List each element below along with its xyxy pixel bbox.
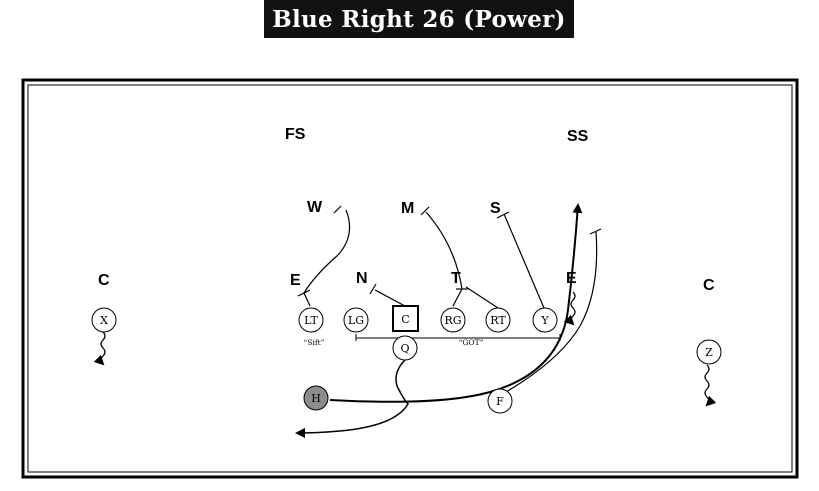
note-sift: “Sift” (304, 338, 325, 347)
svg-text:LG: LG (348, 314, 364, 327)
block-lines (297, 205, 602, 393)
defender-m: M (401, 200, 414, 217)
player-c: C (392, 305, 419, 332)
defender-c-right: C (703, 277, 715, 294)
player-h: H (303, 385, 329, 411)
play-title: Blue Right 26 (Power) (264, 0, 574, 38)
defender-w: W (307, 199, 323, 216)
svg-text:Y: Y (540, 314, 549, 327)
svg-text:X: X (100, 314, 108, 327)
player-f: F (487, 388, 513, 414)
defender-fs: FS (285, 126, 306, 143)
z-motion-path (704, 364, 717, 407)
svg-text:RT: RT (490, 314, 506, 327)
svg-text:Z: Z (705, 346, 713, 359)
player-y: Y (532, 307, 558, 333)
note-got: “GOT” (459, 338, 484, 347)
defender-e-left: E (290, 272, 301, 289)
defender-n: N (356, 270, 368, 287)
e-motion-path (563, 291, 576, 326)
field-border-outer (21, 78, 799, 479)
player-lt: LT (298, 307, 324, 333)
h-run-path (329, 203, 583, 403)
player-z: Z (696, 339, 722, 365)
svg-text:Q: Q (400, 342, 409, 355)
svg-text:RG: RG (444, 314, 461, 327)
q-fake-path (295, 359, 409, 438)
field-border-inner (27, 84, 793, 473)
player-lg: LG (343, 307, 369, 333)
svg-text:H: H (311, 392, 321, 405)
player-rt: RT (485, 307, 511, 333)
x-motion-path (93, 331, 106, 366)
svg-text:LT: LT (304, 314, 318, 327)
player-q: Q (392, 335, 418, 361)
svg-text:F: F (496, 395, 504, 408)
svg-text:C: C (401, 313, 409, 326)
defender-t: T (451, 270, 461, 287)
defender-s: S (490, 200, 501, 217)
defender-c-left: C (98, 272, 110, 289)
player-rg: RG (440, 307, 466, 333)
defender-ss: SS (567, 128, 589, 145)
player-x: X (91, 307, 117, 333)
